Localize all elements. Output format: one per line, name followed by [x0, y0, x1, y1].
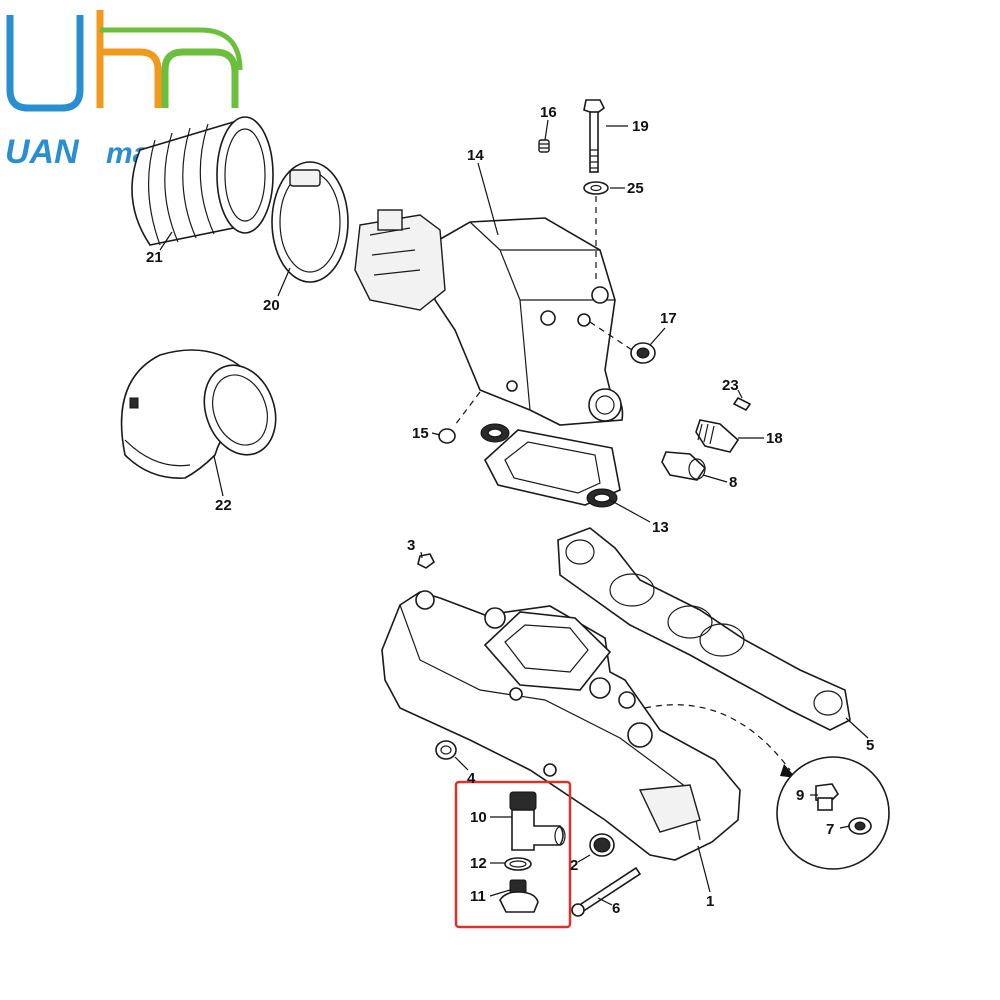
callout-14: 14 — [467, 147, 484, 164]
part-6-bolt — [571, 866, 642, 917]
riser-dashed-guide — [454, 391, 481, 426]
part-25-washer — [583, 181, 609, 195]
part-14-riser — [354, 209, 624, 426]
part-22-elbow — [120, 349, 277, 479]
callout-7: 7 — [826, 821, 834, 838]
callout-8: 8 — [729, 474, 737, 491]
part-17-plug — [630, 342, 656, 364]
part-16-plug — [538, 139, 550, 153]
part-10-tee-fitting — [509, 791, 566, 851]
highlight-box — [454, 780, 572, 929]
callout-21: 21 — [146, 249, 163, 266]
inset-detail-circle — [776, 756, 890, 870]
plug-dashed-guide — [589, 321, 633, 351]
part-11-drain-plug — [499, 879, 539, 913]
part-15-plug — [438, 428, 456, 444]
part-1-manifold — [381, 590, 741, 861]
part-18-fitting — [695, 419, 740, 453]
part-19-bolt — [583, 99, 606, 173]
part-9-plug — [815, 783, 840, 811]
part-12-oring — [504, 857, 532, 871]
part-7-plug — [848, 817, 872, 835]
brand-uan: UAN — [5, 133, 80, 171]
callout-13: 13 — [652, 519, 669, 536]
part-21-bellows — [131, 116, 274, 246]
logo-accent — [100, 27, 243, 71]
logo-h-shape — [96, 10, 162, 108]
part-20-clamp — [271, 161, 349, 283]
callout-17: 17 — [660, 310, 677, 327]
callout-labels: 16 19 25 14 17 23 18 15 8 13 21 20 22 3 … — [146, 104, 874, 917]
part-2-cap — [589, 833, 615, 857]
callout-12: 12 — [470, 855, 487, 872]
callout-1: 1 — [706, 893, 714, 910]
part-23-pin — [732, 396, 752, 412]
callout-16: 16 — [540, 104, 557, 121]
inset-dashed-arrow — [644, 704, 791, 771]
logo-n-shape — [161, 48, 239, 108]
callout-25: 25 — [627, 180, 644, 197]
callout-2: 2 — [570, 857, 578, 874]
part-8-fitting — [661, 451, 707, 481]
logo-u-shape — [6, 15, 84, 112]
callout-11: 11 — [470, 888, 486, 905]
leader-lines — [159, 119, 869, 906]
callout-3: 3 — [407, 537, 415, 554]
callout-15: 15 — [412, 425, 429, 442]
callout-5: 5 — [866, 737, 874, 754]
callout-20: 20 — [263, 297, 280, 314]
part-4-ring — [435, 740, 457, 760]
callout-23: 23 — [722, 377, 739, 394]
part-5-manifold-gasket — [557, 527, 851, 731]
callout-9: 9 — [796, 787, 804, 804]
part-3-nut — [417, 553, 436, 569]
callout-19: 19 — [632, 118, 649, 135]
callout-6: 6 — [612, 900, 620, 917]
callout-22: 22 — [215, 497, 232, 514]
callout-10: 10 — [470, 809, 487, 826]
callout-18: 18 — [766, 430, 783, 447]
callout-4: 4 — [467, 770, 476, 787]
part-13-gasket — [480, 423, 621, 508]
